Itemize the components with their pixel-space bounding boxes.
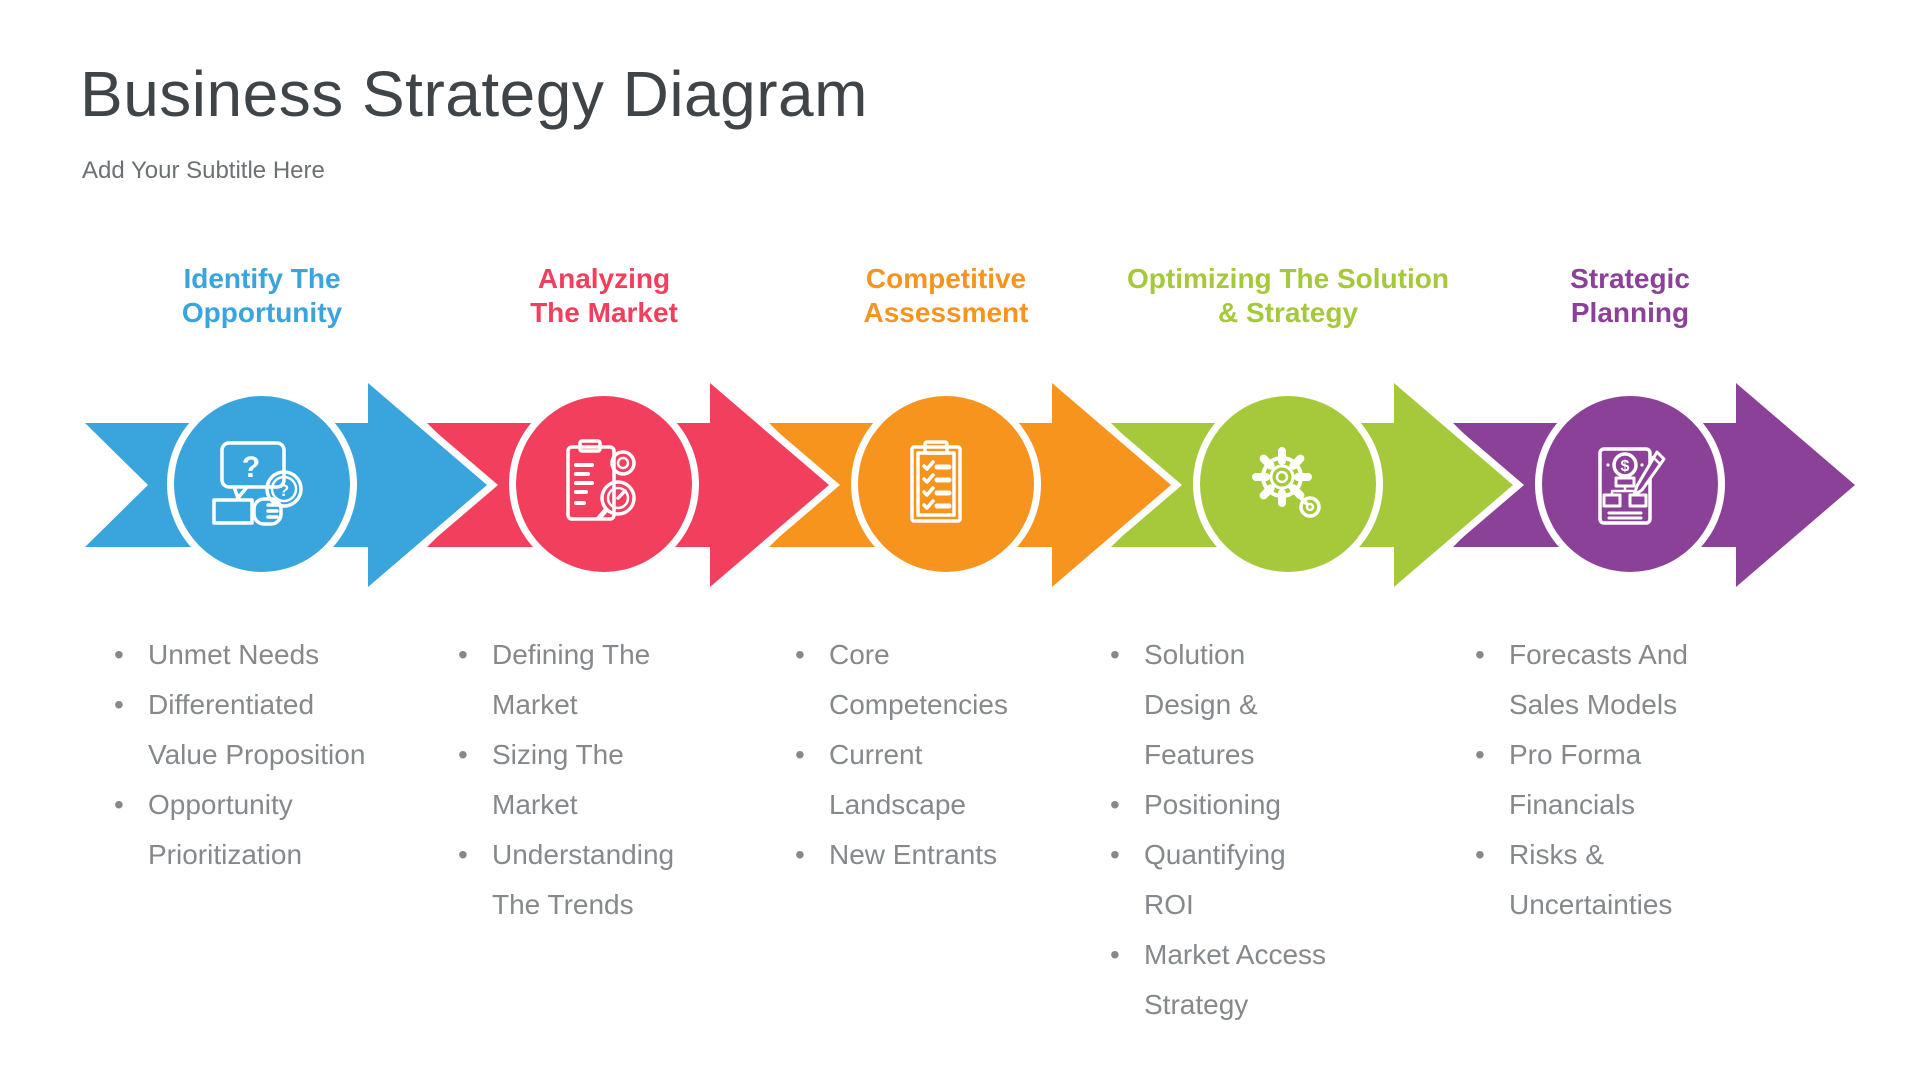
stage-title-line: The Market: [530, 297, 678, 328]
stage-title-line: Opportunity: [181, 297, 343, 328]
financial-plan-pencil-icon: $: [1598, 447, 1666, 525]
stage-circle: [174, 396, 350, 572]
list-item: Opportunity Prioritization: [112, 780, 370, 880]
stage-title-optimizing-the-solution: Optimizing The Solution & Strategy: [1078, 262, 1498, 330]
list-item: New Entrants: [793, 830, 1051, 880]
stage-title-line: & Strategy: [1217, 297, 1359, 328]
list-item: Differentiated Value Proposition: [112, 680, 370, 780]
question-glyph: ?: [242, 451, 260, 484]
checklist-clipboard-icon: [910, 440, 962, 523]
bullet-list-analyzing-the-market: Defining The Market Sizing The Market Un…: [456, 630, 716, 930]
stage-title-line: Planning: [1570, 297, 1690, 328]
list-item: Risks & Uncertainties: [1473, 830, 1731, 930]
bullet-list-optimizing-the-solution: Solution Design & Features Positioning Q…: [1108, 630, 1340, 1030]
bullet-list-competitive-assessment: Core Competencies Current Landscape New …: [793, 630, 1051, 880]
pencil: [1632, 450, 1666, 497]
gear-network-icon: [1252, 447, 1321, 518]
stage-title-line: Competitive: [865, 263, 1027, 294]
stage-title-line: Identify The: [183, 263, 341, 294]
stage-title-competitive-assessment: Competitive Assessment: [736, 262, 1156, 330]
stage-title-strategic-planning: Strategic Planning: [1420, 262, 1840, 330]
stage-title-analyzing-the-market: Analyzing The Market: [394, 262, 814, 330]
market-analysis-icon: [566, 439, 636, 521]
arrow-head: [1736, 383, 1855, 587]
bullet-list-strategic-planning: Forecasts And Sales Models Pro Forma Fin…: [1473, 630, 1731, 930]
arrow-head: [710, 383, 829, 587]
list-item: Unmet Needs: [112, 630, 370, 680]
stage-circle: [1542, 396, 1718, 572]
list-item: Solution Design & Features: [1108, 630, 1340, 780]
list-item: Current Landscape: [793, 730, 1051, 830]
list-item: Forecasts And Sales Models: [1473, 630, 1731, 730]
stage-circle: [516, 396, 692, 572]
stage-title-line: Optimizing The Solution: [1127, 263, 1449, 294]
list-item: Positioning: [1108, 780, 1340, 830]
arrow-head: [1052, 383, 1171, 587]
list-item: Pro Forma Financials: [1473, 730, 1731, 830]
stage-circle: [858, 396, 1034, 572]
list-item: Core Competencies: [793, 630, 1051, 730]
list-item: Sizing The Market: [456, 730, 716, 830]
question-search-icon: ? ?: [212, 441, 303, 526]
arrow-head: [368, 383, 487, 587]
stage-title-line: Strategic: [1570, 263, 1690, 294]
stage-circle: [1200, 396, 1376, 572]
stage-title-identify-the-opportunity: Identify The Opportunity: [52, 262, 472, 330]
list-item: Understanding The Trends: [456, 830, 716, 930]
arrow-head: [1394, 383, 1513, 587]
list-item: Market Access Strategy: [1108, 930, 1340, 1030]
list-item: Defining The Market: [456, 630, 716, 730]
dollar-glyph: $: [1621, 458, 1630, 475]
stage-title-line: Assessment: [863, 297, 1029, 328]
stage-title-line: Analyzing: [537, 263, 671, 294]
question-glyph: ?: [279, 481, 289, 500]
page-subtitle: Add Your Subtitle Here: [82, 157, 325, 184]
bullet-list-identify-the-opportunity: Unmet Needs Differentiated Value Proposi…: [112, 630, 370, 880]
list-item: Quantifying ROI: [1108, 830, 1340, 930]
page-title: Business Strategy Diagram: [80, 58, 868, 130]
